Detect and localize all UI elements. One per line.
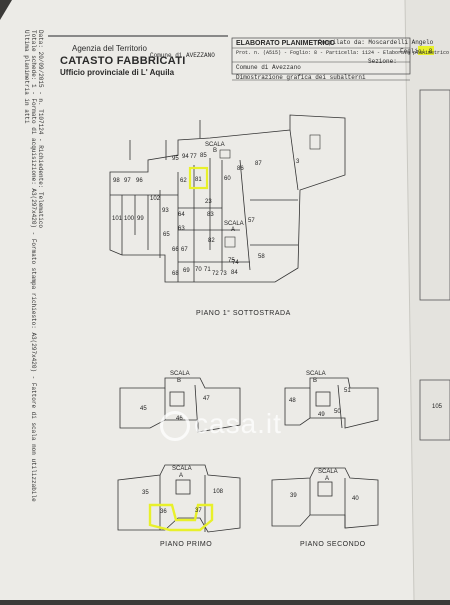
side-text-line1: Data: 20/09/2015 - n. T107124 - Richiede…	[37, 30, 44, 229]
unit-49: 49	[318, 412, 325, 418]
office-prefix: Ufficio provinciale di	[60, 68, 139, 77]
unit-64: 64	[178, 212, 185, 218]
stair-b-label: SCALA	[205, 142, 225, 148]
unit-47: 47	[203, 396, 210, 402]
unit-62: 62	[180, 178, 187, 184]
unit-74: 74	[232, 260, 239, 266]
unit-40: 40	[352, 496, 359, 502]
unit-82: 82	[208, 238, 215, 244]
watermark-logo-icon	[160, 410, 190, 441]
floor-label-sottostrada: PIANO 1° SOTTOSTRADA	[196, 310, 291, 317]
unit-97: 97	[124, 178, 131, 184]
unit-66: 66	[172, 247, 179, 253]
unit-23: 23	[205, 199, 212, 205]
stair-primo-letter: A	[179, 473, 183, 479]
unit-102: 102	[150, 196, 161, 202]
office-city: L' Aquila	[140, 68, 175, 77]
unit-71: 71	[204, 267, 211, 273]
side-text-line3: Ultima planimetria in atti	[23, 30, 30, 124]
floor-label-primo: PIANO PRIMO	[160, 541, 213, 548]
unit-105: 105	[432, 404, 443, 410]
unit-labels-basement: 95 94 77 85 98 97 96 62 81 60 86 87 3 10…	[112, 153, 300, 277]
highlight-primo	[148, 503, 214, 532]
unit-36: 36	[160, 509, 167, 515]
unit-77: 77	[190, 154, 197, 160]
unit-58: 58	[258, 254, 265, 260]
sezione: Sezione:	[368, 58, 397, 65]
highlight-basement	[188, 166, 209, 190]
plan-secondo	[271, 467, 379, 529]
unit-67: 67	[181, 247, 188, 253]
unit-101: 101	[112, 216, 123, 222]
watermark: casa.it	[160, 408, 282, 441]
side-text-line2: Totale schede: 1 - Formato di acquisizio…	[30, 30, 37, 502]
unit-50: 50	[334, 409, 341, 415]
basement-plan	[109, 114, 346, 283]
stair-upper-right-label: SCALA	[306, 371, 326, 377]
compilato-da: Compilato da: Moscardelli Angelo	[318, 39, 434, 46]
stair-primo-label: SCALA	[172, 466, 192, 472]
agency-name: Agenzia del Territorio	[72, 44, 148, 53]
unit-98: 98	[113, 178, 120, 184]
unit-84: 84	[231, 270, 238, 276]
stair-upper-left-letter: B	[177, 378, 181, 384]
protocollo: Prot. n. (A515) - Foglio: 8 - Particella…	[236, 50, 450, 56]
unit-96: 96	[136, 178, 143, 184]
unit-45: 45	[140, 406, 147, 412]
unit-69: 69	[183, 268, 190, 274]
unit-100: 100	[124, 216, 135, 222]
stair-labels-basement: SCALA B SCALA A	[205, 142, 244, 233]
stair-a-letter: A	[231, 227, 235, 233]
stair-upper-right-letter: B	[313, 378, 317, 384]
unit-75: 75	[228, 258, 235, 264]
unit-85: 85	[200, 153, 207, 159]
dimostrazione: Dimostrazione grafica dei subalterni	[236, 74, 366, 81]
unit-83: 83	[207, 212, 214, 218]
stair-b-letter: B	[213, 148, 217, 154]
unit-57: 57	[248, 218, 255, 224]
stair-secondo-letter: A	[325, 476, 329, 482]
office-line: Ufficio provinciale di L' Aquila	[60, 68, 174, 77]
comune-label: Comune di AVEZZANO	[150, 52, 215, 59]
elab-title: ELABORATO PLANIMETRICO	[236, 40, 335, 47]
unit-73: 73	[220, 271, 227, 277]
unit-labels-upper: 45 47 46 48 51 49 50 105 35 108 36 37 39…	[140, 388, 443, 515]
unit-108: 108	[213, 489, 224, 495]
unit-86: 86	[237, 166, 244, 172]
stair-labels-upper: SCALA B SCALA B SCALA A SCALA A	[170, 371, 338, 482]
stair-secondo-label: SCALA	[318, 469, 338, 475]
unit-3: 3	[296, 159, 300, 165]
comune-row: Comune di Avezzano	[236, 64, 301, 71]
unit-37: 37	[195, 508, 202, 514]
unit-60: 60	[224, 176, 231, 182]
floor-label-secondo: PIANO SECONDO	[300, 541, 366, 548]
foglio-highlight	[418, 46, 434, 55]
unit-35: 35	[142, 490, 149, 496]
unit-93: 93	[162, 208, 169, 214]
stair-upper-left-label: SCALA	[170, 371, 190, 377]
paper	[0, 0, 438, 600]
unit-48: 48	[289, 398, 296, 404]
plan-upper-right	[284, 377, 379, 429]
unit-51: 51	[344, 388, 351, 394]
unit-81: 81	[195, 177, 202, 183]
unit-95: 95	[172, 156, 179, 162]
unit-72: 72	[212, 271, 219, 277]
unit-63: 63	[178, 226, 185, 232]
catasto-title: CATASTO FABBRICATI	[60, 55, 186, 67]
foglio: Foglio: 8	[400, 48, 433, 55]
watermark-text: casa.it	[194, 408, 282, 439]
plan-primo	[117, 464, 241, 533]
unit-99: 99	[137, 216, 144, 222]
unit-94: 94	[182, 154, 189, 160]
unit-70: 70	[195, 267, 202, 273]
unit-87: 87	[255, 161, 262, 167]
unit-65: 65	[163, 232, 170, 238]
unit-68: 68	[172, 271, 179, 277]
unit-39: 39	[290, 493, 297, 499]
stair-a-label: SCALA	[224, 221, 244, 227]
